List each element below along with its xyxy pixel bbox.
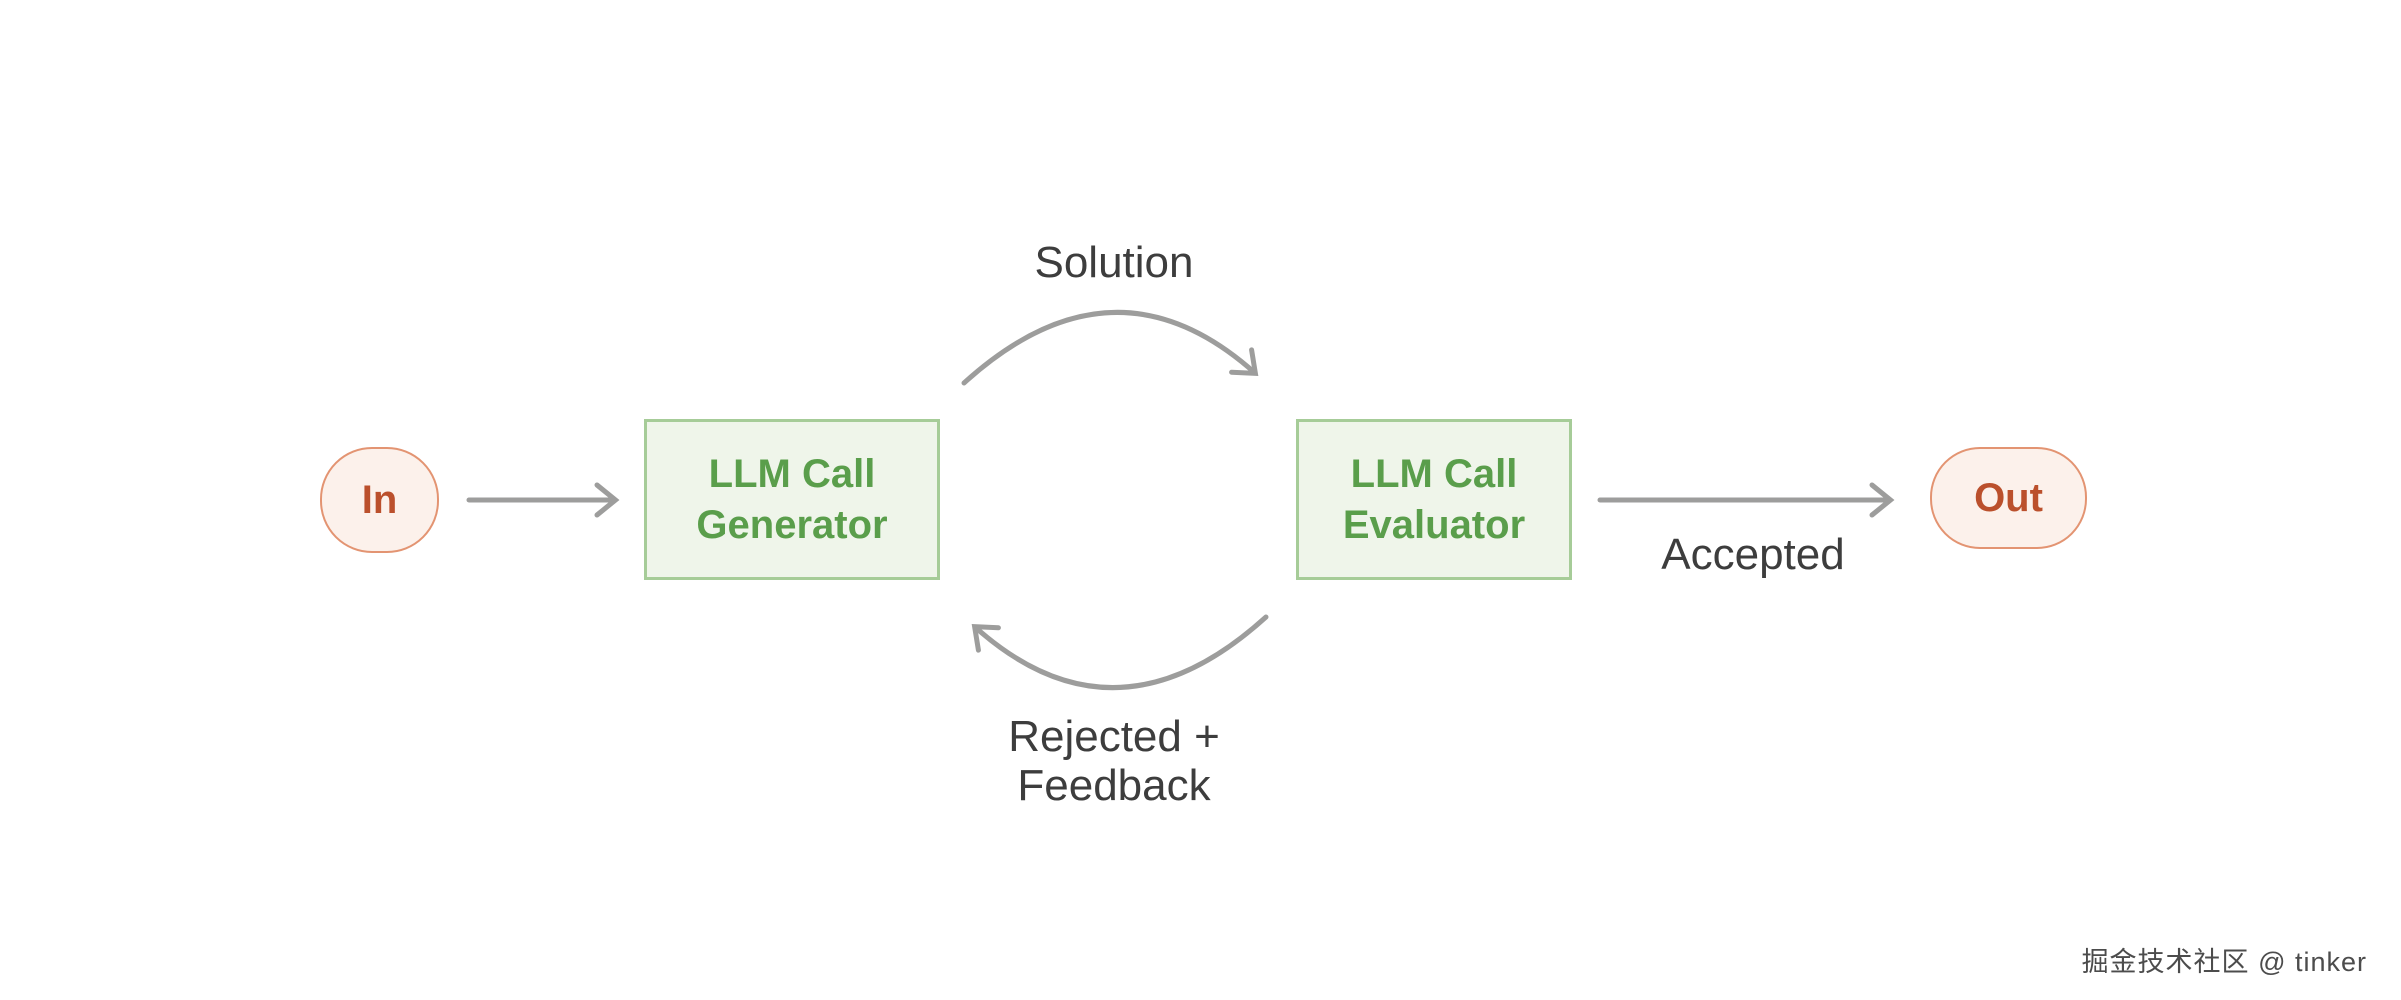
rejected-label-line2: Feedback: [1017, 761, 1211, 810]
juejin-watermark: 掘金技术社区 @ tinker: [2081, 947, 2367, 977]
llm-call-evaluator-node: LLM Call Evaluator: [1296, 419, 1572, 580]
out-node: Out: [1930, 447, 2087, 549]
accepted-edge-label: Accepted: [1661, 530, 1845, 579]
solution-arc-arrow: [961, 309, 1259, 386]
rejected-arc-arrow: [971, 614, 1269, 691]
in-node: In: [320, 447, 439, 553]
evaluator-label-line2: Evaluator: [1342, 502, 1526, 547]
solution-edge-label: Solution: [1034, 238, 1194, 287]
rejected-label-line1: Rejected +: [1008, 712, 1220, 761]
evaluator-label-line1: LLM Call: [1350, 451, 1518, 496]
generator-node-label: LLM Call Generator: [696, 449, 887, 551]
generator-label-line1: LLM Call: [708, 451, 876, 496]
out-node-label: Out: [1974, 475, 2043, 520]
evaluator-node-label: LLM Call Evaluator: [1343, 449, 1525, 551]
rejected-feedback-edge-label: Rejected + Feedback: [914, 712, 1314, 810]
llm-call-generator-node: LLM Call Generator: [644, 419, 940, 580]
generator-label-line2: Generator: [696, 502, 888, 547]
in-node-label: In: [361, 477, 398, 522]
